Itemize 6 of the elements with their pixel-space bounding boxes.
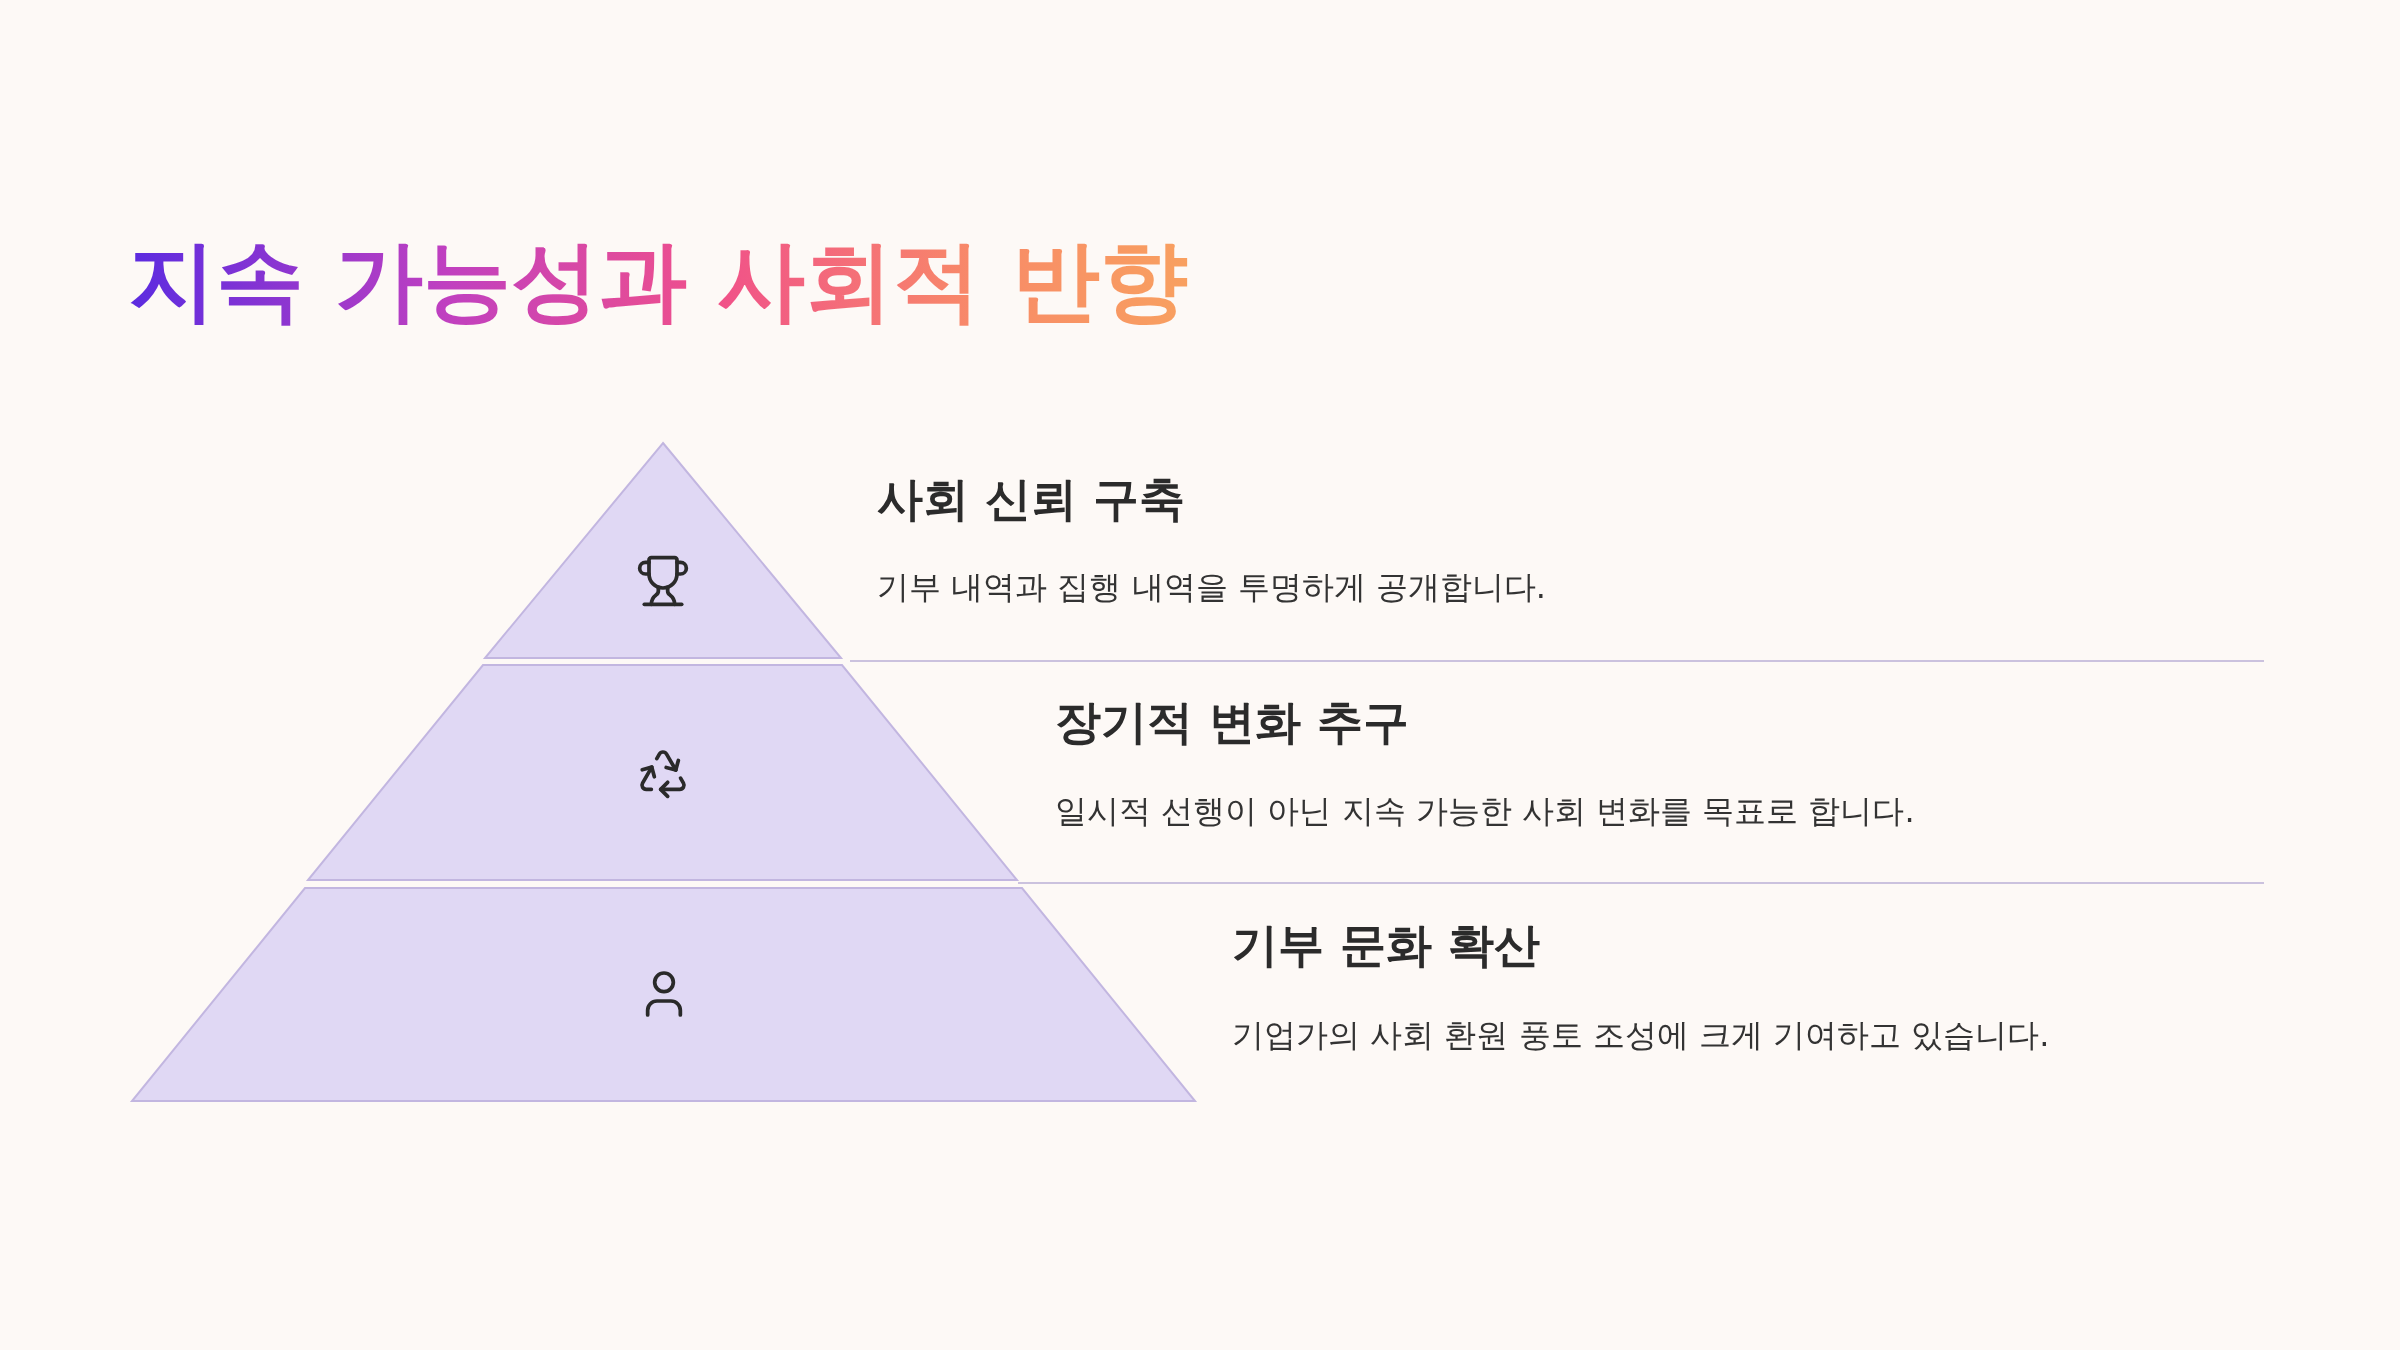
tier-heading: 기부 문화 확산 [1232, 918, 1541, 974]
tier-description: 일시적 선행이 아닌 지속 가능한 사회 변화를 목표로 합니다. [1055, 792, 1915, 831]
tier-description: 기부 내역과 집행 내역을 투명하게 공개합니다. [877, 568, 1547, 607]
tier-heading: 장기적 변화 추구 [1055, 695, 1410, 751]
tier-description: 기업가의 사회 환원 풍토 조성에 크게 기여하고 있습니다. [1232, 1016, 2050, 1055]
tier-heading: 사회 신뢰 구축 [877, 472, 1186, 528]
